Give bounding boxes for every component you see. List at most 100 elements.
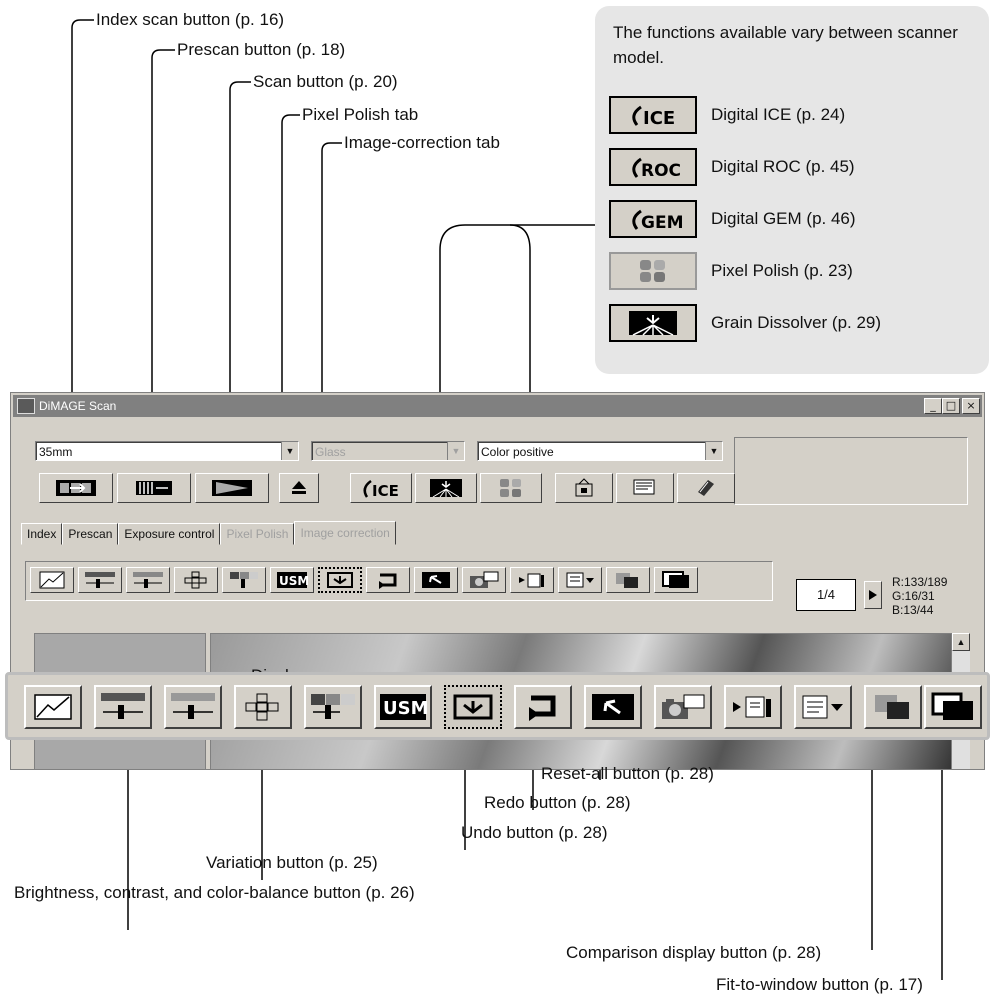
- chevron-down-icon: ▼: [281, 442, 298, 460]
- tab-index[interactable]: Index: [21, 523, 63, 545]
- tab-exposure-control[interactable]: Exposure control: [118, 523, 221, 545]
- film-format-value: 35mm: [39, 445, 73, 459]
- tab-pixel-polish[interactable]: Pixel Polish: [220, 523, 295, 545]
- color-mode-value: Color positive: [481, 445, 554, 459]
- hue-saturation-button[interactable]: [164, 685, 222, 729]
- svg-text:USM: USM: [383, 698, 427, 719]
- unsharp-mask-button[interactable]: USM: [374, 685, 432, 729]
- snapshot-button[interactable]: [462, 567, 506, 593]
- svg-text:ROC: ROC: [641, 161, 681, 181]
- status-panel: [734, 437, 968, 505]
- callout-redo: Redo button (p. 28): [484, 793, 631, 812]
- list-dropdown-icon: [802, 695, 843, 719]
- callout-image-correction-tab: Image-correction tab: [344, 133, 500, 152]
- help-book-icon: [698, 480, 714, 496]
- callout-reset-all: Reset-all button (p. 28): [541, 764, 714, 783]
- digital-roc-icon: ROC: [609, 148, 697, 186]
- preferences-icon: [575, 478, 593, 497]
- undo-icon: [327, 572, 353, 588]
- svg-text:ICE: ICE: [372, 482, 399, 499]
- redo-button[interactable]: [514, 685, 572, 729]
- paste-icon: [733, 696, 771, 718]
- scan-button[interactable]: [195, 473, 269, 503]
- film-format-select[interactable]: 35mm ▼: [35, 441, 299, 461]
- fit-to-window-button[interactable]: [654, 567, 698, 593]
- usm-icon: USM: [277, 572, 308, 588]
- snapshot-button[interactable]: [654, 685, 712, 729]
- brightness-slider-icon: [85, 572, 115, 588]
- variation-button[interactable]: [234, 685, 292, 729]
- legend-label: Grain Dissolver (p. 29): [711, 313, 882, 332]
- reset-all-button[interactable]: [414, 567, 458, 593]
- camera-icon: [470, 571, 499, 588]
- variation-grid-icon: [184, 571, 207, 589]
- callout-index-scan: Index scan button (p. 16): [96, 10, 285, 29]
- enlarged-toolbar: USM: [5, 672, 990, 740]
- undo-button[interactable]: [444, 685, 502, 729]
- brightness-slider-icon: [101, 693, 145, 719]
- fit-window-icon: [662, 571, 689, 588]
- callout-comparison: Comparison display button (p. 28): [566, 943, 822, 962]
- holder-select[interactable]: Glass ▼: [311, 441, 465, 461]
- legend-label: Digital ICE (p. 24): [711, 105, 846, 124]
- index-scan-icon: [56, 480, 96, 496]
- comparison-display-button[interactable]: [606, 567, 650, 593]
- settings-menu-button[interactable]: [794, 685, 852, 729]
- window-title: DiMAGE Scan: [39, 399, 117, 413]
- redo-icon: [529, 695, 556, 721]
- digital-ice-button[interactable]: ICE: [350, 473, 412, 503]
- brightness-contrast-button[interactable]: [94, 685, 152, 729]
- chevron-down-icon: ▼: [447, 442, 464, 460]
- fit-to-window-button[interactable]: [924, 685, 982, 729]
- callout-prescan: Prescan button (p. 18): [177, 40, 346, 59]
- tab-image-correction[interactable]: Image correction: [294, 521, 396, 545]
- pixel-polish-button[interactable]: [480, 473, 542, 503]
- color-mode-select[interactable]: Color positive ▼: [477, 441, 723, 461]
- arrow-right-icon: [869, 590, 877, 600]
- undo-button[interactable]: [318, 567, 362, 593]
- camera-icon: [662, 694, 705, 719]
- preferences-button[interactable]: [555, 473, 613, 503]
- grain-dissolver-icon: [430, 479, 462, 498]
- hue-slider-icon: [133, 572, 163, 588]
- tone-curve-button[interactable]: [30, 567, 74, 593]
- maximize-button[interactable]: □: [942, 398, 960, 414]
- minimize-button[interactable]: _: [924, 398, 942, 414]
- callout-undo: Undo button (p. 28): [461, 823, 608, 842]
- svg-text:USM: USM: [279, 574, 308, 588]
- rgb-green: G:16/31: [892, 589, 935, 603]
- close-button[interactable]: ×: [962, 398, 980, 414]
- tone-curve-icon: [39, 571, 65, 589]
- scroll-up-button[interactable]: ▲: [952, 633, 970, 651]
- tone-curve-button[interactable]: [24, 685, 82, 729]
- next-frame-button[interactable]: [864, 581, 882, 609]
- comparison-display-button[interactable]: [864, 685, 922, 729]
- hue-saturation-button[interactable]: [126, 567, 170, 593]
- tab-bar: Index Prescan Exposure control Pixel Pol…: [21, 521, 396, 545]
- reset-all-button[interactable]: [584, 685, 642, 729]
- unsharp-mask-button[interactable]: USM: [270, 567, 314, 593]
- digital-ice-icon: ICE: [363, 479, 399, 499]
- reset-all-icon: [592, 694, 634, 720]
- pixel-polish-icon: [609, 252, 697, 290]
- settings-menu-button[interactable]: [558, 567, 602, 593]
- prescan-icon: [136, 481, 172, 495]
- selective-color-button[interactable]: [222, 567, 266, 593]
- hue-slider-icon: [171, 693, 215, 719]
- rgb-readout: R:133/189 G:16/31 B:13/44: [892, 575, 947, 617]
- help-button[interactable]: [677, 473, 735, 503]
- grain-dissolver-button[interactable]: [415, 473, 477, 503]
- variation-button[interactable]: [174, 567, 218, 593]
- prescan-button[interactable]: [117, 473, 191, 503]
- tab-prescan[interactable]: Prescan: [62, 523, 119, 545]
- digital-gem-icon: GEM: [609, 200, 697, 238]
- index-scan-button[interactable]: [39, 473, 113, 503]
- paste-snapshot-button[interactable]: [724, 685, 782, 729]
- eject-button[interactable]: [279, 473, 319, 503]
- redo-button[interactable]: [366, 567, 410, 593]
- save-job-button[interactable]: [616, 473, 674, 503]
- pixel-polish-icon: [500, 479, 521, 497]
- paste-snapshot-button[interactable]: [510, 567, 554, 593]
- brightness-contrast-button[interactable]: [78, 567, 122, 593]
- selective-color-button[interactable]: [304, 685, 362, 729]
